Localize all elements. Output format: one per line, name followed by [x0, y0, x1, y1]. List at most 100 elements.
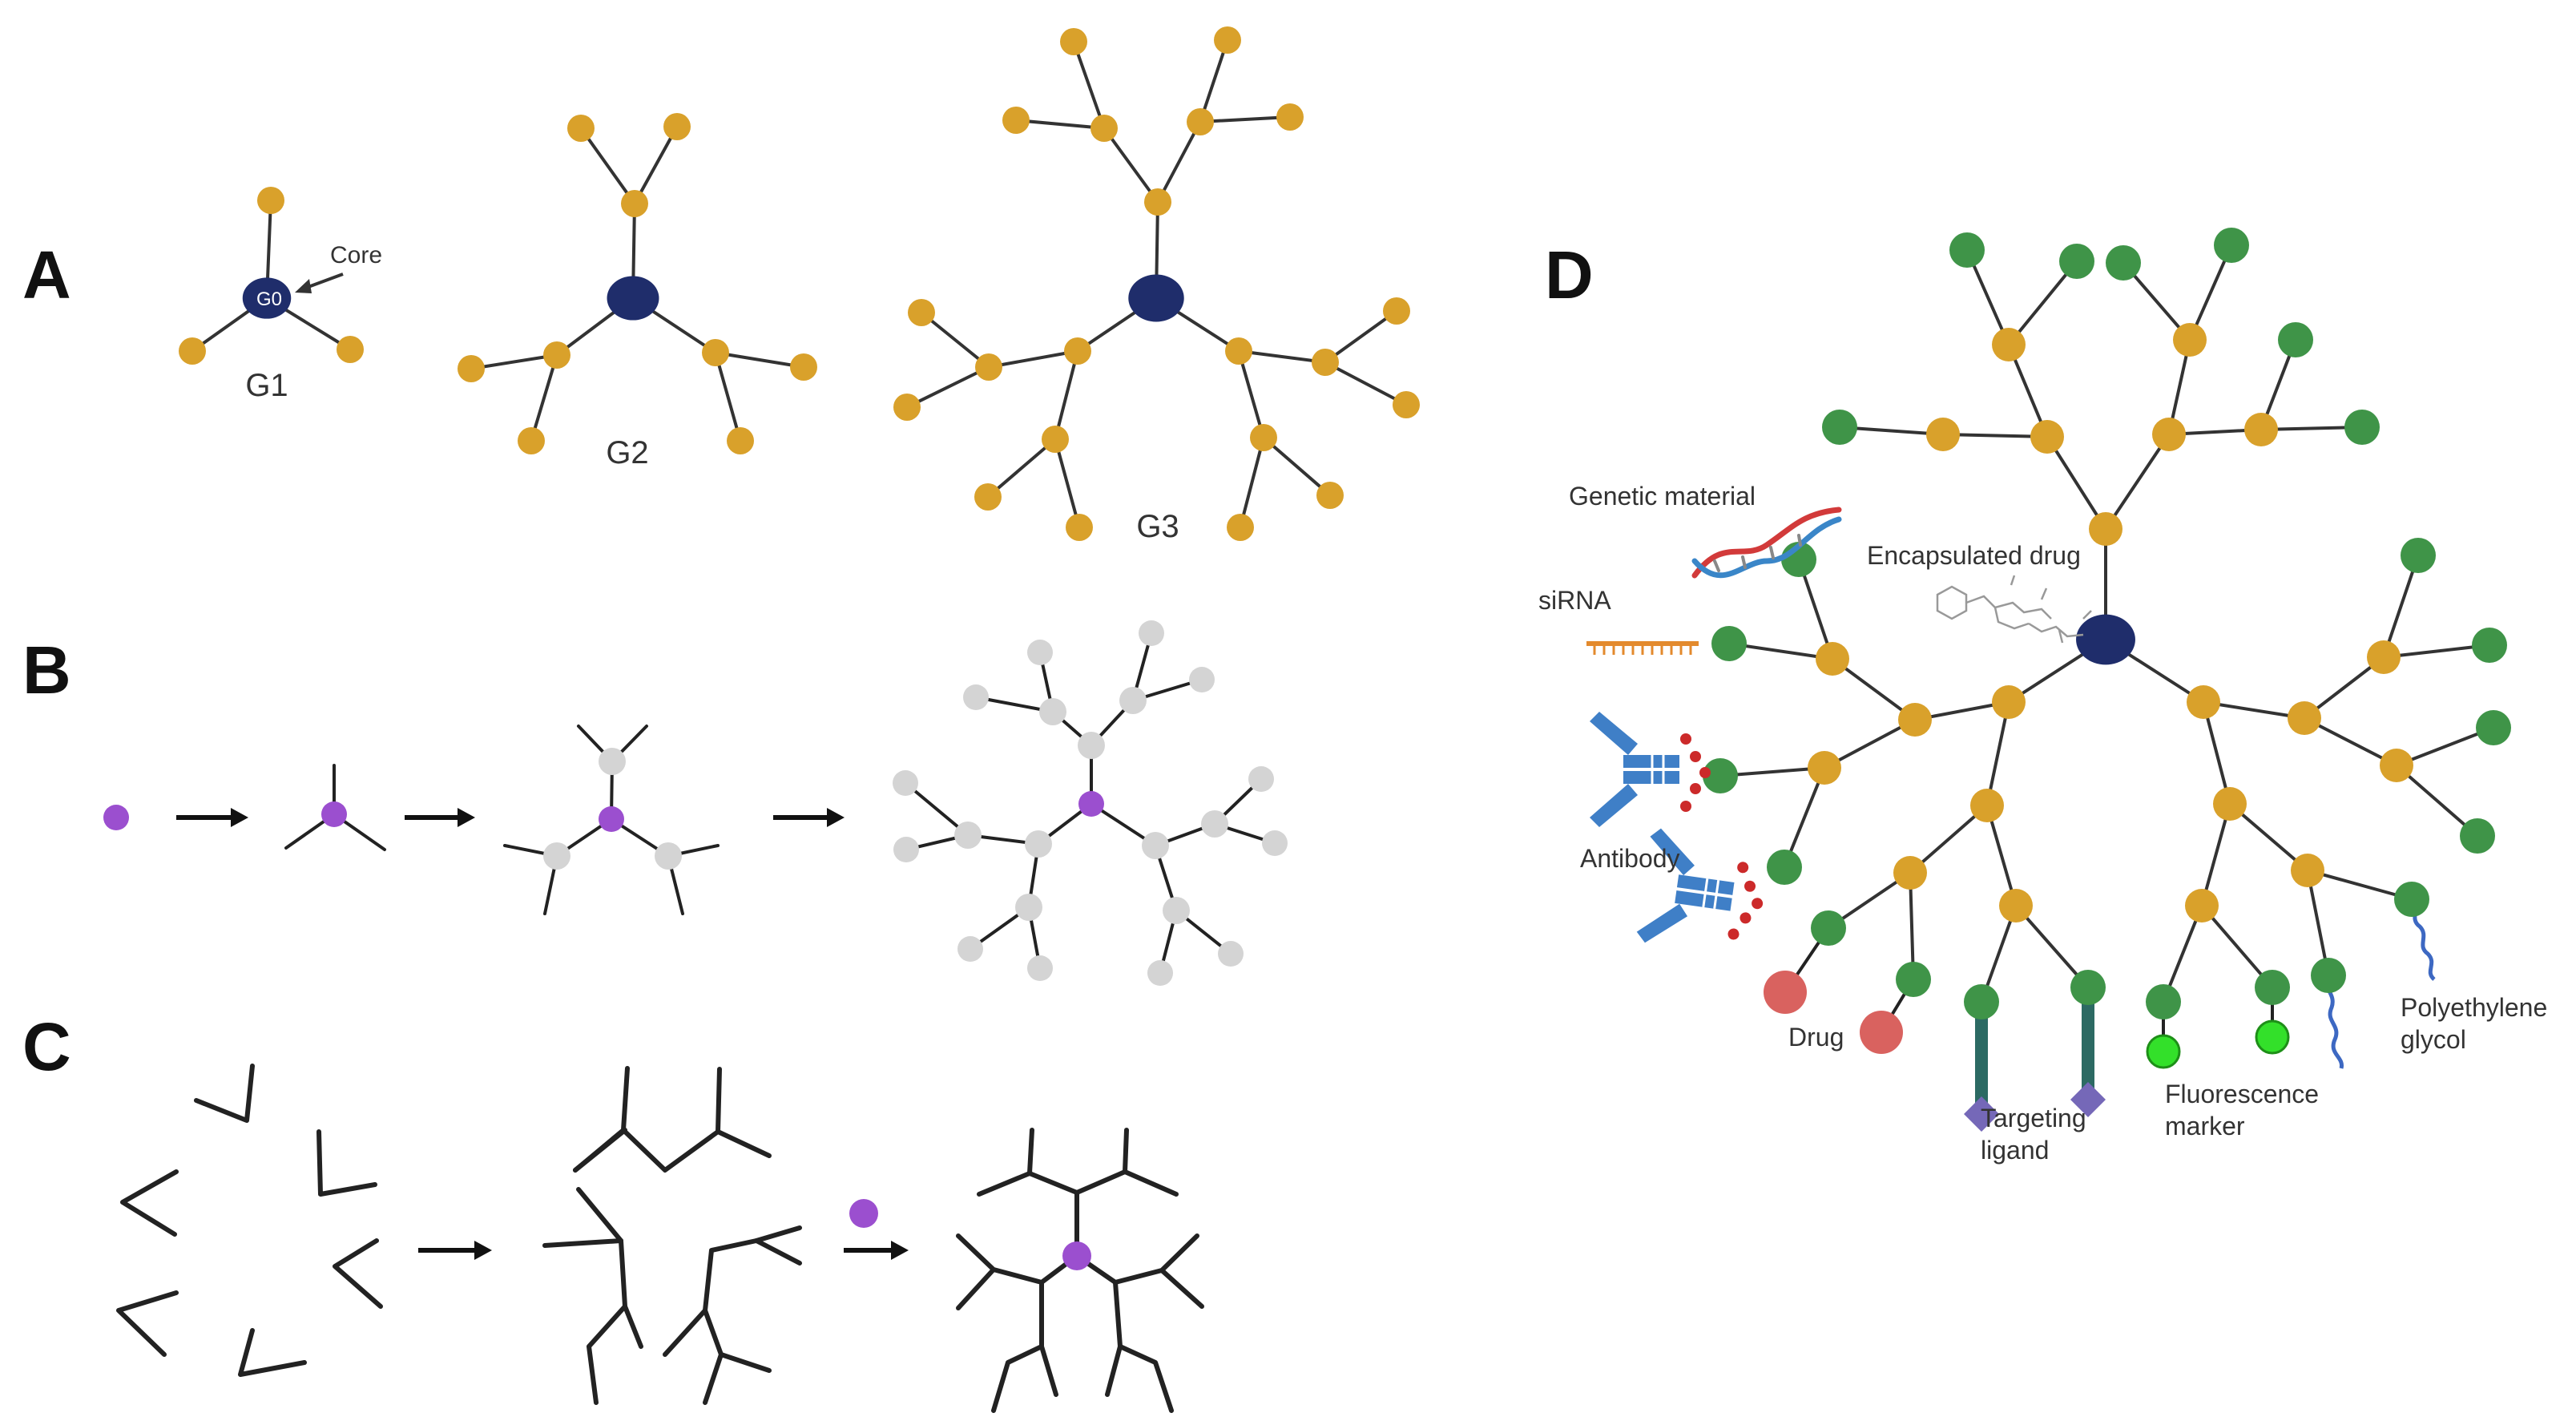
- monomer-node: [1027, 640, 1053, 665]
- core-label: Core: [330, 242, 382, 268]
- bond-line: [2014, 904, 2090, 989]
- bond-line: [2046, 435, 2107, 531]
- bond-line: [1262, 436, 1332, 497]
- assembled-branch: [1039, 1344, 1058, 1397]
- monomer-node: [1189, 667, 1215, 692]
- dendron-fragment: [238, 1328, 307, 1377]
- bond-line: [1054, 349, 1079, 441]
- surface-group: [1964, 984, 1999, 1019]
- bond-line: [2303, 717, 2398, 767]
- panel-d-letter: D: [1545, 237, 1594, 313]
- branch-node: [2152, 418, 2186, 451]
- bond-line: [1237, 349, 1265, 439]
- branch-node: [2213, 787, 2247, 821]
- surface-group: [1767, 850, 1802, 885]
- assembled-branch: [1074, 1233, 1199, 1285]
- terminal-group: [908, 299, 935, 326]
- generation-g2-dendrimer: [458, 113, 817, 454]
- monomer-node: [1078, 732, 1105, 759]
- terminal-group: [257, 187, 284, 214]
- monomer-node: [963, 684, 989, 710]
- dendron-wedge: [719, 1352, 772, 1373]
- antibody-icons: [1590, 712, 1764, 943]
- convergent-arrows: [418, 1199, 909, 1260]
- generation-g1-dendrimer: [179, 187, 364, 365]
- dendron-wedge: [716, 1129, 772, 1158]
- surface-group: [1949, 232, 1985, 268]
- panel-a-generations: G0 Core G1 G2 G3: [179, 26, 1420, 544]
- g3-label: G3: [1136, 509, 1179, 544]
- branch-node: [2291, 854, 2324, 887]
- branch-node: [1144, 188, 1171, 216]
- terminal-group: [179, 337, 206, 365]
- monomer-node: [1163, 897, 1190, 924]
- terminal-group: [1214, 26, 1241, 54]
- dendron-wedge: [621, 1067, 722, 1173]
- core-arrowhead: [295, 279, 312, 293]
- branch-node: [1187, 108, 1214, 135]
- dendron-fragment: [316, 1129, 377, 1197]
- bond-line: [987, 349, 1079, 369]
- antibody-icon: [1636, 828, 1764, 943]
- bond-line: [1103, 127, 1159, 204]
- bond-line: [986, 438, 1057, 499]
- branch-node: [1893, 856, 1927, 890]
- targeting-ligand-label-line1: Targeting: [1981, 1104, 2086, 1132]
- targeting-ligand-stem: [1975, 1013, 1988, 1108]
- antibody-hinge: [1702, 878, 1720, 910]
- surface-group: [2214, 228, 2249, 263]
- panel-d-functionalized-dendrimer: Encapsulated drug Genetic material siRNA…: [1538, 228, 2547, 1165]
- bond-line: [2306, 869, 2330, 977]
- bond-line: [1054, 438, 1081, 529]
- bond-line: [2382, 554, 2420, 659]
- panel-b-divergent-synthesis: [103, 620, 1288, 986]
- antibody-arm: [1590, 784, 1638, 827]
- surface-group: [2059, 244, 2094, 279]
- fluorescence-marker-label-line2: marker: [2165, 1112, 2245, 1140]
- initiator-core: [321, 801, 347, 827]
- surface-group: [1711, 626, 1747, 661]
- initiator-core: [1078, 791, 1104, 817]
- bond-line: [1985, 804, 2018, 907]
- bond-line: [2306, 869, 2413, 901]
- branch-node: [1970, 789, 2004, 822]
- assembled-branch: [977, 1171, 1032, 1197]
- monomer-node: [1025, 830, 1052, 858]
- surface-group: [2278, 322, 2313, 357]
- bond-line: [1783, 766, 1826, 869]
- branch-node: [975, 353, 1002, 381]
- bond-line: [1072, 40, 1106, 130]
- bond-line: [1909, 804, 1989, 874]
- monomer-node: [954, 822, 982, 849]
- bond-line: [579, 127, 636, 205]
- encapsulated-drug-molecule: [1936, 575, 2092, 644]
- branch-node: [1808, 751, 1841, 785]
- assembled-branch: [956, 1267, 996, 1310]
- branch-node: [2367, 640, 2401, 674]
- targeting-ligand-diamond: [1964, 1096, 1999, 1132]
- assembled-branch: [1113, 1280, 1174, 1413]
- branch-node: [1225, 337, 1252, 365]
- terminal-group: [1060, 28, 1087, 55]
- panel-c-letter: C: [22, 1009, 71, 1084]
- surface-group: [1822, 410, 1857, 445]
- branch-node: [621, 190, 648, 217]
- terminal-group: [337, 336, 364, 363]
- dendron-fragment: [194, 1064, 255, 1123]
- sirna-icon: [1586, 641, 1699, 655]
- monomer-node: [655, 842, 682, 870]
- branch-node: [1898, 703, 1932, 737]
- core-node: [242, 277, 292, 319]
- bond-line: [1831, 657, 1917, 721]
- surface-group: [2106, 245, 2141, 281]
- divergent-step-3: [893, 620, 1288, 986]
- peg-label-line2: glycol: [2401, 1025, 2466, 1054]
- bond-line: [530, 353, 558, 442]
- terminal-group: [790, 353, 817, 381]
- targeting-ligand-label-line2: ligand: [1981, 1136, 2049, 1165]
- dendron-fragment: [120, 1169, 179, 1237]
- antigen-dot: [1680, 801, 1691, 812]
- antigen-dot: [1744, 880, 1756, 892]
- monomer-node: [1201, 810, 1228, 838]
- branch-node: [543, 341, 570, 369]
